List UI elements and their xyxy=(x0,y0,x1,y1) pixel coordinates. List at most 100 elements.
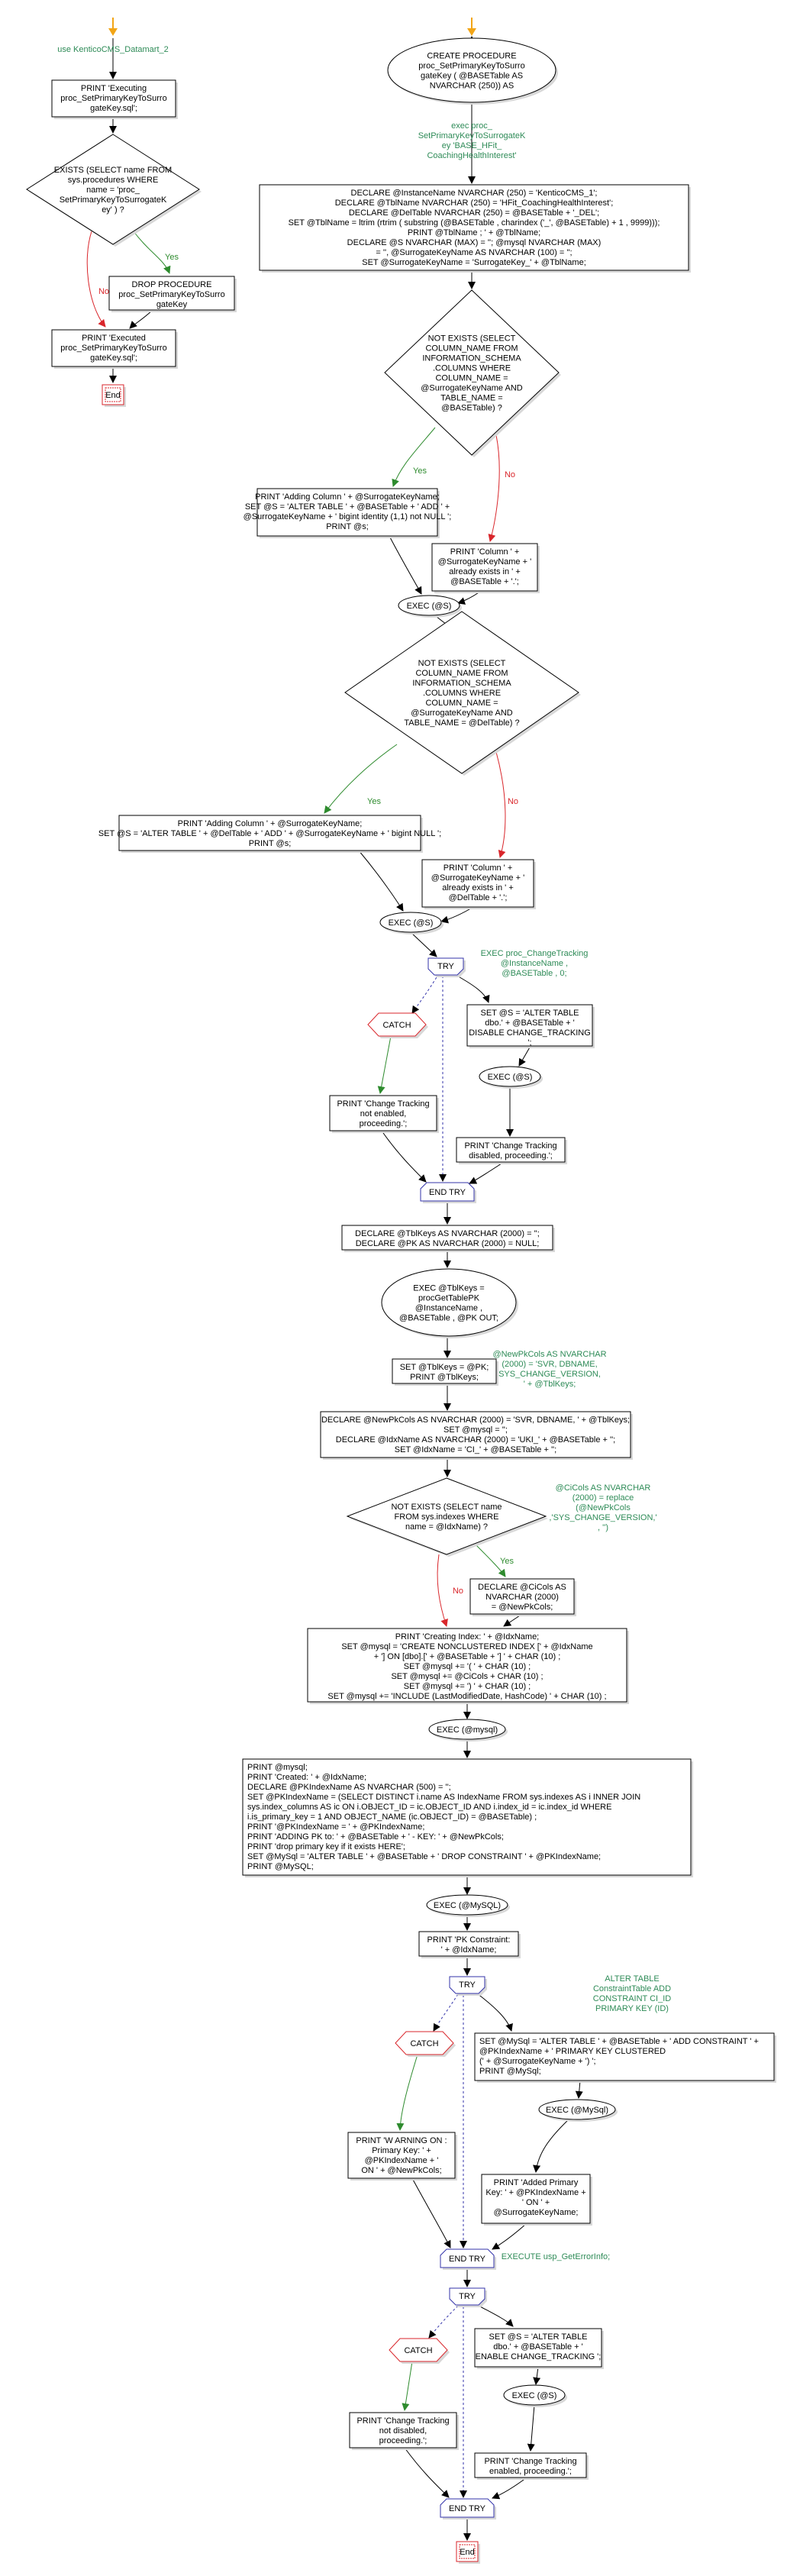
print-executed-node xyxy=(51,329,176,367)
print-ct-not-enabled-node xyxy=(329,1095,437,1131)
yes-label-2: Yes xyxy=(413,466,427,476)
no-label-2: No xyxy=(505,470,515,479)
arrow-constraint-to-exec xyxy=(575,2080,583,2099)
not-exists-del-decision xyxy=(344,611,579,774)
print-warning-node-text: PRINT 'W ARNING ON :Primary Key: ' +@PKI… xyxy=(356,2136,447,2175)
try-node-1 xyxy=(427,957,464,976)
exec-s-node-4-text: EXEC (@S) xyxy=(512,2391,557,2400)
arrow-warning-to-endtry xyxy=(411,2177,451,2248)
column-exists-del-node-text: PRINT 'Column ' +@SurrogateKeyName + 'al… xyxy=(431,864,524,902)
declare-tblkeys-node xyxy=(341,1225,553,1251)
arrow-exec4-to-enabled xyxy=(527,2404,535,2452)
dashed-try-to-catch-1 xyxy=(411,973,440,1014)
yes-arrow-cicols xyxy=(473,1541,506,1577)
not-exists-col-decision xyxy=(384,289,560,456)
column-exists-del-node xyxy=(421,859,534,908)
exec-s-node-1-text: EXEC (@S) xyxy=(407,602,452,611)
exec-mysql3-node xyxy=(538,2099,616,2120)
exec-tblkeys-node-text: EXEC @TblKeys =procGetTablePK@InstanceNa… xyxy=(399,1284,498,1323)
set-tblkeys-node-text: SET @TblKeys = @PK;PRINT @TblKeys; xyxy=(400,1363,489,1382)
exec-s-node-2-text: EXEC (@S) xyxy=(389,918,434,928)
print-ct-enabled-node xyxy=(474,2452,587,2478)
end-left-inner xyxy=(105,387,121,402)
end-try-node-1 xyxy=(420,1182,475,1202)
catch-node-3-text: CATCH xyxy=(404,2346,432,2355)
exec-tblkeys-node xyxy=(381,1268,517,1337)
catch-node-2-text: CATCH xyxy=(410,2039,438,2048)
no-arrow-create-index xyxy=(437,1554,448,1627)
end-try-node-1-text: END TRY xyxy=(429,1188,466,1197)
set-tblkeys-node xyxy=(392,1358,497,1384)
exec-mysql-node xyxy=(428,1719,506,1740)
try-node-3 xyxy=(449,2287,485,2306)
dashed-try-to-catch-3 xyxy=(428,2305,459,2339)
arrow-disable-to-exec xyxy=(518,1045,531,1067)
newpkcols-note: @NewPkCols AS NVARCHAR(2000) = 'SVR, DBN… xyxy=(492,1350,606,1389)
exec-mysql2-node-text: EXEC (@MySQL) xyxy=(434,1901,501,1910)
exec-mysql2-node xyxy=(426,1894,508,1916)
no-arrow-executed xyxy=(86,231,106,328)
start-right-marker xyxy=(467,28,476,36)
no-label-3: No xyxy=(508,797,518,806)
add-column-del-node-text: PRINT 'Adding Column ' + @SurrogateKeyNa… xyxy=(98,819,441,848)
column-exists-base-node-text: PRINT 'Column ' +@SurrogateKeyName + 'al… xyxy=(438,547,531,586)
arrow-addcol2-to-exec xyxy=(358,850,404,912)
no-label-4: No xyxy=(453,1587,463,1596)
end-right-text: End xyxy=(460,2548,475,2557)
print-executing-node xyxy=(51,79,176,118)
try-node-2 xyxy=(449,1976,485,1994)
end-try-node-3-text: END TRY xyxy=(449,2504,486,2513)
exec-s-node-4 xyxy=(503,2384,566,2406)
create-index-node xyxy=(307,1628,627,1703)
declare-block-node xyxy=(259,184,689,271)
no-arrow-col-exists-2 xyxy=(495,751,506,858)
end-try-node-3 xyxy=(440,2498,495,2518)
print-mysql-block-node xyxy=(242,1758,692,1876)
declare-cicols-node xyxy=(469,1578,575,1615)
arrow-try2-to-constraint xyxy=(476,1993,513,2032)
exec-s-node-3 xyxy=(479,1066,541,1087)
arrow-drop-to-executed xyxy=(129,309,153,329)
print-pk-constraint-node xyxy=(418,1931,519,1957)
exists-proc-decision xyxy=(26,134,200,245)
add-constraint-node-text: SET @MySql = 'ALTER TABLE ' + @BASETable… xyxy=(479,2037,759,2076)
declare-tblkeys-node-text: DECLARE @TblKeys AS NVARCHAR (2000) = ''… xyxy=(355,1229,540,1248)
arrow-catch2-to-warning xyxy=(396,2054,418,2131)
catch-node-3 xyxy=(389,2338,448,2362)
yes-arrow-add-col-1 xyxy=(392,427,436,487)
create-proc-node xyxy=(387,37,556,103)
enable-ct-node xyxy=(474,2328,602,2368)
column-exists-base-node xyxy=(431,543,538,592)
arrow-catch-to-not-enabled xyxy=(377,1035,392,1094)
exec-mysql-node-text: EXEC (@mysql) xyxy=(437,1725,498,1735)
arrow-enabled-to-endtry xyxy=(492,2477,527,2500)
print-added-pk-node xyxy=(481,2174,591,2224)
declare-newpk-node-text: DECLARE @NewPkCols AS NVARCHAR (2000) = … xyxy=(321,1416,630,1454)
arrow-disabled-to-endtry xyxy=(469,1161,505,1184)
arrow-try3-to-enable xyxy=(476,2304,514,2327)
exec-s-node-1 xyxy=(398,595,460,616)
execute-error-note: EXECUTE usp_GetErrorInfo; xyxy=(502,2252,610,2261)
arrow-catch3-to-not-disabled xyxy=(402,2361,413,2411)
print-ct-not-disabled-node xyxy=(349,2412,457,2448)
print-mysql-block-node-text: PRINT @mysql;PRINT 'Created: ' + @IdxNam… xyxy=(247,1763,640,1871)
catch-node-2 xyxy=(395,2031,454,2055)
declare-newpk-node xyxy=(320,1411,631,1458)
try-node-2-text: TRY xyxy=(459,1980,476,1990)
dashed-try-to-catch-2 xyxy=(433,1993,459,2032)
exec-s-node-2 xyxy=(379,912,442,933)
